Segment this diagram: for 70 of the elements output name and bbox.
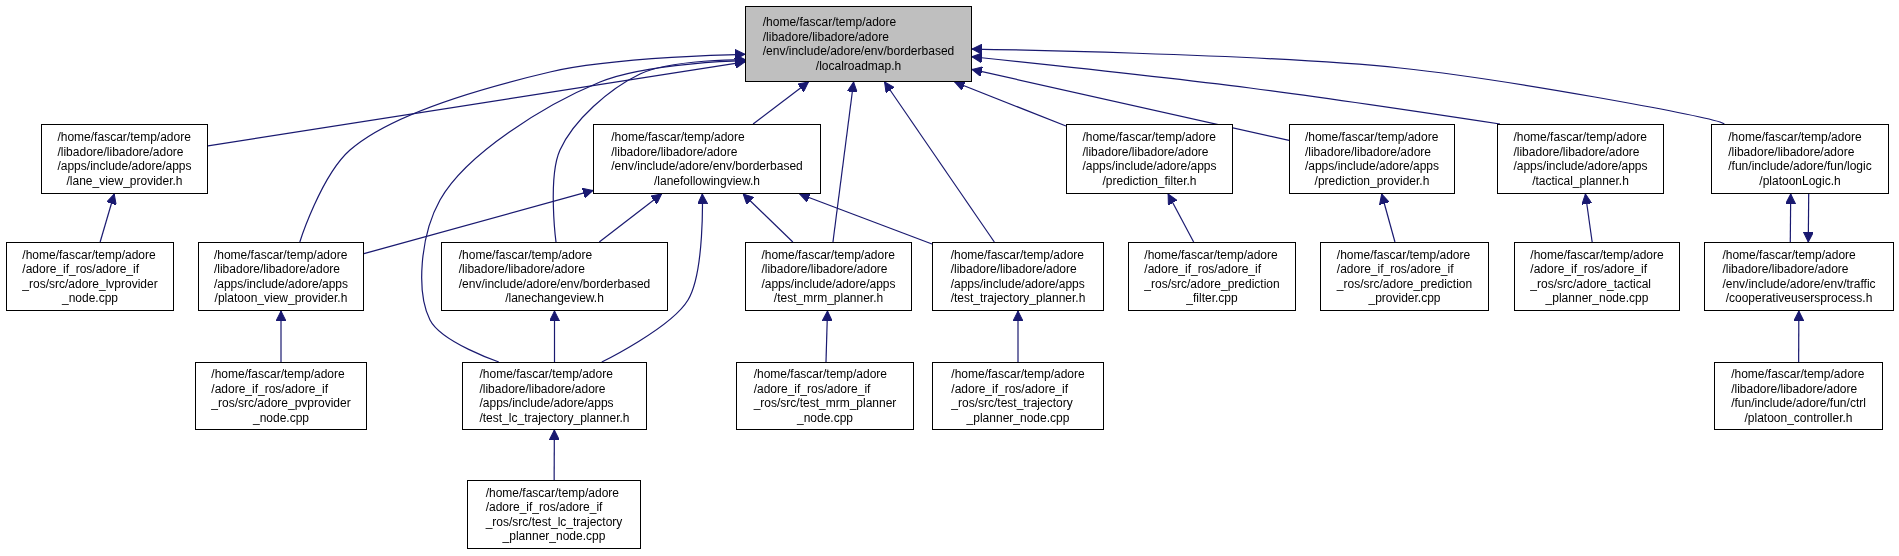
include-arrow <box>548 429 560 481</box>
file-path: /home/fascar/temp/adore /libadore/libadore/adore /env/include/adore/env/borderbased /lanefollowingview.h <box>611 130 803 188</box>
file-path: /home/fascar/temp/adore /libadore/libadore/adore /fun/include/adore/fun/ctrl /platoon_controller.h <box>1731 367 1866 425</box>
file-path: /home/fascar/temp/adore /adore_if_ros/adore_if _ros/src/test_trajectory _planner_node.cpp <box>951 367 1085 425</box>
include-arrow <box>1012 310 1024 363</box>
file-path: /home/fascar/temp/adore /adore_if_ros/adore_if _ros/src/adore_tactical _planner_node.cpp <box>1530 247 1664 306</box>
file-node <box>1320 242 1489 311</box>
file-node <box>1289 124 1455 194</box>
include-arrow <box>1379 193 1396 243</box>
include-arrow <box>363 187 594 255</box>
include-arrow <box>971 43 1725 125</box>
file-node <box>593 124 821 194</box>
file-path: /home/fascar/temp/adore /libadore/libadore/adore /apps/include/adore/apps /prediction_provider.h <box>1304 130 1440 188</box>
file-path: /home/fascar/temp/adore /libadore/libadore/adore /apps/include/adore/apps /test_lc_trajectory_planner.h <box>479 367 630 425</box>
file-node <box>198 242 364 311</box>
include-arrow <box>883 81 995 243</box>
file-path: /home/fascar/temp/adore /libadore/libadore/adore /apps/include/adore/apps /prediction_filter.h <box>1082 130 1217 188</box>
include-arrow <box>799 192 933 245</box>
file-path: /home/fascar/temp/adore /libadore/libadore/adore /env/include/adore/env/borderbased /lanechangeview.h <box>458 247 651 306</box>
file-node <box>1704 242 1894 311</box>
file-node <box>441 242 668 311</box>
file-path: /home/fascar/temp/adore /libadore/libadore/adore /apps/include/adore/apps /platoon_view_provider.h <box>213 247 349 306</box>
include-arrow <box>598 193 663 243</box>
include-arrow <box>299 49 746 243</box>
file-node <box>736 362 914 430</box>
include-arrow <box>821 310 833 363</box>
include-arrow <box>1793 310 1805 363</box>
include-arrow <box>601 193 709 363</box>
file-path: /home/fascar/temp/adore /adore_if_ros/adore_if _ros/src/test_lc_trajectory _planner_node.cpp <box>485 485 623 544</box>
file-path: /home/fascar/temp/adore /libadore/libadore/adore /apps/include/adore/apps /test_mrm_planner.h <box>761 247 896 306</box>
file-node <box>195 362 367 430</box>
include-arrow <box>1785 193 1797 243</box>
file-path: /home/fascar/temp/adore /libadore/libadore/adore /fun/include/adore/fun/logic /platoonLogic.h <box>1728 130 1872 188</box>
file-node <box>1497 124 1664 194</box>
file-path: /home/fascar/temp/adore /libadore/libadore/adore /apps/include/adore/apps /lane_view_provider.h <box>57 130 192 188</box>
include-arrow <box>552 54 746 243</box>
file-node <box>932 362 1104 430</box>
file-path: /home/fascar/temp/adore /adore_if_ros/adore_if _ros/src/adore_lvprovider _node.cpp <box>22 247 158 306</box>
include-arrow <box>207 57 746 147</box>
include-arrow <box>1167 193 1195 243</box>
file-path: /home/fascar/temp/adore /libadore/libadore/adore /env/include/adore/env/borderbased /localroadmap.h <box>762 15 955 73</box>
file-node <box>462 362 647 430</box>
file-node <box>6 242 174 311</box>
include-arrow <box>752 81 810 125</box>
file-node <box>41 124 208 194</box>
file-node <box>1711 124 1889 194</box>
include-arrow <box>275 310 287 363</box>
include-arrow <box>971 66 1290 141</box>
file-path: /home/fascar/temp/adore /libadore/libadore/adore /apps/include/adore/apps /tactical_planner.h <box>1513 130 1648 188</box>
file-node <box>932 242 1104 311</box>
include-arrow <box>1581 193 1593 243</box>
include-arrow <box>1802 193 1814 243</box>
file-node <box>1714 362 1883 430</box>
file-path: /home/fascar/temp/adore /libadore/libadore/adore /apps/include/adore/apps /test_trajectory_planner.h <box>950 247 1086 306</box>
file-node <box>1514 242 1680 311</box>
file-path: /home/fascar/temp/adore /adore_if_ros/adore_if _ros/src/adore_prediction _provider.cpp <box>1336 247 1473 306</box>
include-arrow <box>549 310 560 363</box>
highlighted-file-node <box>745 6 972 82</box>
file-path: /home/fascar/temp/adore /adore_if_ros/adore_if _ros/src/adore_pvprovider _node.cpp <box>211 367 351 425</box>
file-node <box>467 480 641 549</box>
include-arrow <box>832 81 858 243</box>
file-node <box>1066 124 1233 194</box>
file-node <box>1128 242 1296 311</box>
file-node <box>745 242 912 311</box>
file-path: /home/fascar/temp/adore /libadore/libadore/adore /env/include/adore/env/traffic /cooperativeusersprocess.h <box>1722 247 1876 306</box>
file-path: /home/fascar/temp/adore /adore_if_ros/adore_if _ros/src/adore_prediction _filter.cpp <box>1144 247 1280 306</box>
include-arrow <box>99 193 117 243</box>
include-arrow <box>954 80 1067 127</box>
file-path: /home/fascar/temp/adore /adore_if_ros/adore_if _ros/src/test_mrm_planner _node.cpp <box>753 367 897 425</box>
include-arrow <box>742 193 794 243</box>
